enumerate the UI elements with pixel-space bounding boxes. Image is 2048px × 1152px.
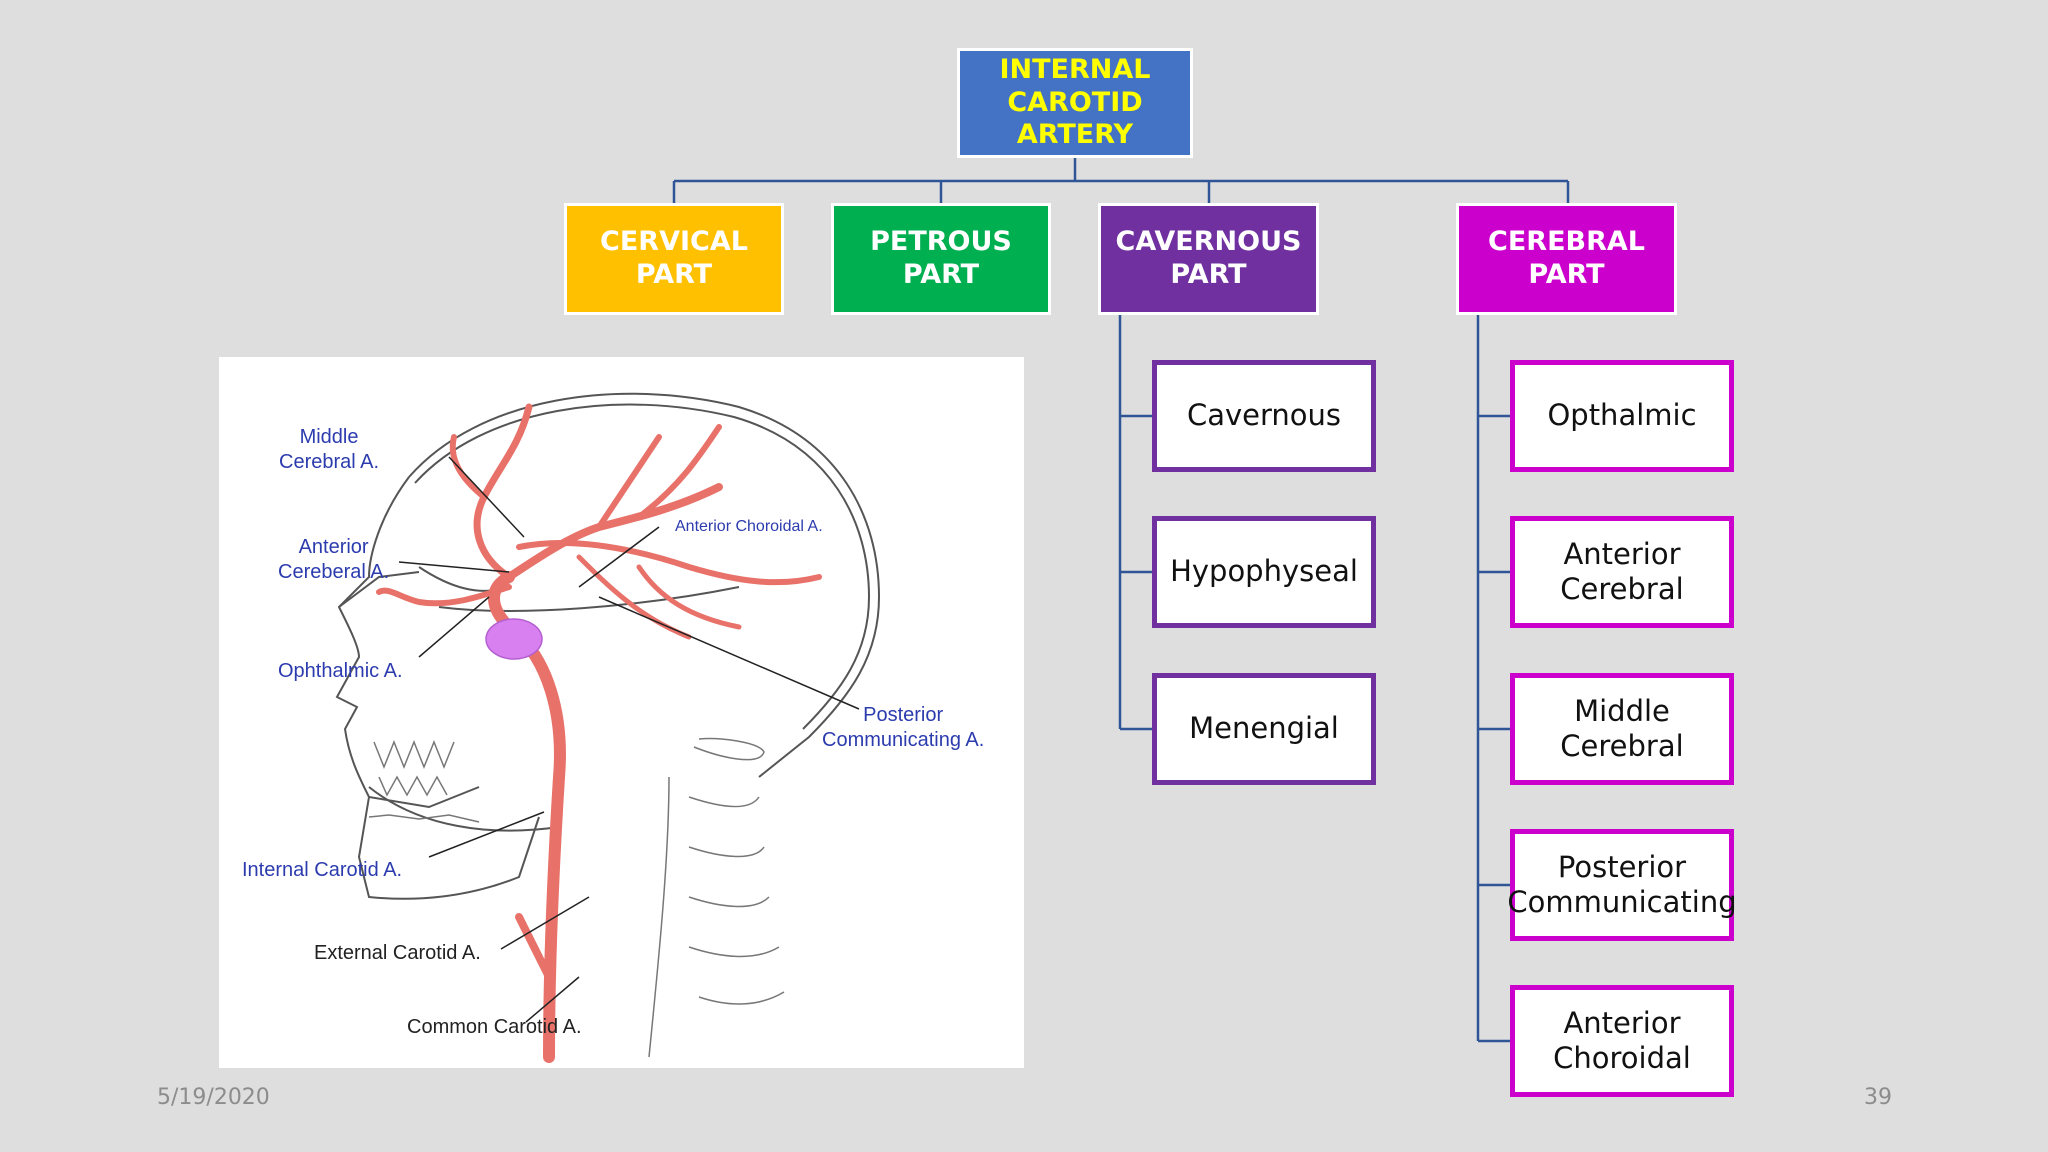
branch-opthalmic-label: Opthalmic xyxy=(1547,398,1697,433)
branch-cavernous-label: Cavernous xyxy=(1186,398,1342,433)
label-posterior-communicating: Posterior Communicating A. xyxy=(822,703,984,753)
branch-anterior-choroidal-line2: Choroidal xyxy=(1553,1041,1691,1075)
branch-middle-cerebral: Middle Cerebral xyxy=(1510,673,1734,785)
part-cerebral: CEREBRAL PART xyxy=(1456,203,1677,315)
branch-middle-cerebral-label: Middle Cerebral xyxy=(1560,693,1684,763)
label-posterior-communicating-line1: Posterior xyxy=(863,704,944,726)
branch-hypophyseal-label: Hypophyseal xyxy=(1170,554,1358,589)
part-cavernous-label-line1: CAVERNOUS xyxy=(1115,226,1302,258)
footer-page-number: 39 xyxy=(1864,1085,1892,1110)
branch-posterior-communicating-line2: Communicating xyxy=(1507,885,1737,919)
branch-anterior-cerebral-line1: Anterior xyxy=(1563,536,1681,571)
branch-menengial-label: Menengial xyxy=(1189,711,1339,746)
branch-posterior-communicating-line1: Posterior xyxy=(1557,849,1687,884)
part-cavernous-label-line2: PART xyxy=(1170,259,1247,290)
branch-anterior-choroidal-line1: Anterior xyxy=(1563,1005,1681,1040)
part-petrous: PETROUS PART xyxy=(831,203,1051,315)
label-anterior-cerebral-line2: Cereberal A. xyxy=(278,561,390,583)
label-anterior-choroidal: Anterior Choroidal A. xyxy=(675,518,823,535)
label-middle-cerebral-line1: Middle xyxy=(299,426,359,448)
part-petrous-label: PETROUS PART xyxy=(870,226,1012,290)
branch-anterior-cerebral-line2: Cerebral xyxy=(1560,572,1684,606)
root-label-line2: CAROTID ARTERY xyxy=(1007,86,1143,151)
root-label-line1: INTERNAL xyxy=(999,53,1151,85)
branch-hypophyseal: Hypophyseal xyxy=(1152,516,1376,628)
label-external-carotid: External Carotid A. xyxy=(314,942,481,964)
branch-opthalmic: Opthalmic xyxy=(1510,360,1734,472)
label-ophthalmic: Ophthalmic A. xyxy=(278,660,403,682)
part-cerebral-label: CEREBRAL PART xyxy=(1488,226,1645,290)
label-middle-cerebral-line2: Cerebral A. xyxy=(279,451,380,473)
branch-cavernous: Cavernous xyxy=(1152,360,1376,472)
label-anterior-cerebral: Anterior Cereberal A. xyxy=(278,535,389,585)
footer-date: 5/19/2020 xyxy=(157,1085,270,1110)
part-cervical-label: CERVICAL PART xyxy=(600,226,748,290)
branch-menengial: Menengial xyxy=(1152,673,1376,785)
skull-artery-drawing xyxy=(335,392,881,1063)
label-common-carotid: Common Carotid A. xyxy=(407,1016,582,1038)
label-posterior-communicating-line2: Communicating A. xyxy=(822,729,985,751)
part-cervical: CERVICAL PART xyxy=(564,203,784,315)
label-middle-cerebral: Middle Cerebral A. xyxy=(279,425,379,475)
head-arteries-illustration: Middle Cerebral A. Anterior Cereberal A.… xyxy=(219,357,1024,1068)
label-internal-carotid: Internal Carotid A. xyxy=(242,859,403,881)
label-anterior-cerebral-line1: Anterior xyxy=(298,536,369,558)
